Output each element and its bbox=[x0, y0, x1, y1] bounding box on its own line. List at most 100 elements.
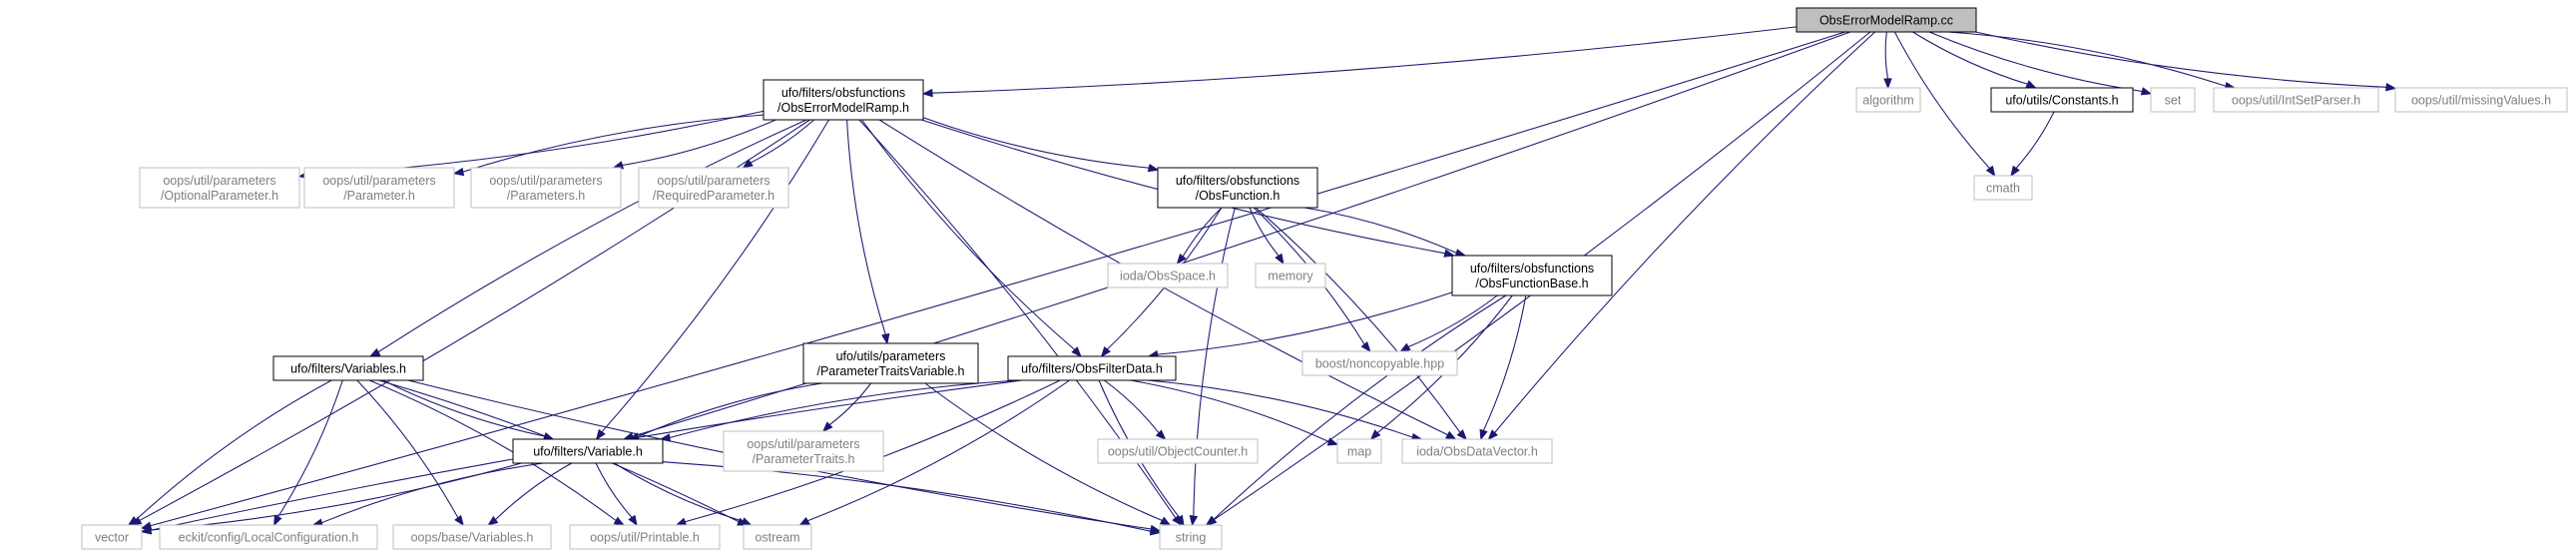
edge-variable_h-to-oopsvariables bbox=[495, 462, 573, 520]
node-label-variables_h-0: ufo/filters/Variables.h bbox=[290, 362, 406, 376]
node-memory: memory bbox=[1255, 263, 1326, 288]
node-box-objectcounter bbox=[1097, 438, 1259, 464]
arrowhead-variables_h-to-oopsvariables bbox=[454, 514, 465, 527]
edge-obsfunction-to-memory bbox=[1249, 207, 1280, 257]
arrowhead-root-to-algorithm bbox=[1883, 78, 1892, 90]
node-obsfunctionbase[interactable]: ufo/filters/obsfunctions/ObsFunctionBase… bbox=[1451, 255, 1613, 296]
arrowhead-ramp_h-to-variable_h bbox=[595, 428, 606, 441]
node-label-ostream-0: ostream bbox=[755, 531, 799, 545]
node-box-cmath bbox=[1973, 175, 2033, 201]
arrowhead-variables_h-to-printable bbox=[613, 516, 626, 526]
node-box-missingvalues bbox=[2394, 87, 2568, 113]
arrowhead-root-to-cmath bbox=[1985, 165, 1996, 178]
node-label-optparam-0: oops/util/parameters bbox=[163, 174, 275, 188]
node-obsfilterdata[interactable]: ufo/filters/ObsFilterData.h bbox=[1007, 355, 1177, 381]
node-obsspace: ioda/ObsSpace.h bbox=[1107, 263, 1229, 288]
node-box-oopsvariables bbox=[392, 524, 552, 550]
node-noncopyable: boost/noncopyable.hpp bbox=[1301, 350, 1458, 376]
node-paramtraits: oops/util/parameters/ParameterTraits.h bbox=[723, 430, 884, 472]
arrowhead-root-to-missingvalues bbox=[2385, 83, 2397, 92]
edge-variables_h-to-oopsvariables bbox=[356, 379, 459, 518]
edge-variable_h-to-localconfig bbox=[321, 462, 544, 524]
edge-variables_h-to-localconfig bbox=[277, 379, 343, 518]
node-vector: vector bbox=[81, 524, 143, 550]
arrowhead-variables_h-to-localconfig bbox=[273, 514, 282, 527]
edge-obsfunctionbase-to-obsfilterdata bbox=[1157, 291, 1453, 355]
arrowhead-root-to-constants bbox=[2025, 80, 2037, 89]
edge-root-to-missingvalues bbox=[1975, 31, 2387, 88]
arrowhead-obsfunction-to-obsfilterdata bbox=[1100, 345, 1111, 358]
edge-root-to-obsdatavector bbox=[1494, 31, 1875, 433]
arrowhead-obsfilterdata-to-ostream bbox=[798, 516, 810, 526]
arrowhead-obsfunction-to-string bbox=[1189, 515, 1199, 527]
arrowhead-obsfunctionbase-to-noncopyable bbox=[1399, 342, 1411, 352]
node-label-constants-0: ufo/utils/Constants.h bbox=[2005, 94, 2118, 108]
node-cmath: cmath bbox=[1973, 175, 2033, 201]
node-box-map bbox=[1336, 438, 1382, 464]
arrowhead-ramp_h-to-reqparam bbox=[742, 159, 754, 169]
edge-ptv-to-variable_h bbox=[637, 382, 822, 437]
node-params: oops/util/parameters/Parameters.h bbox=[470, 167, 622, 209]
node-label-obsfilterdata-0: ufo/filters/ObsFilterData.h bbox=[1021, 362, 1163, 376]
node-label-map-0: map bbox=[1347, 445, 1371, 459]
node-label-noncopyable-0: boost/noncopyable.hpp bbox=[1315, 357, 1444, 371]
edge-obsfunction-to-obsspace bbox=[1182, 207, 1223, 258]
node-box-params bbox=[470, 167, 622, 209]
edge-root-to-algorithm bbox=[1884, 31, 1889, 80]
node-box-algorithm bbox=[1855, 87, 1921, 113]
node-label-string-0: string bbox=[1176, 531, 1207, 545]
arrowhead-variable_h-to-oopsvariables bbox=[487, 515, 499, 526]
edge-obsfunctionbase-to-noncopyable bbox=[1407, 294, 1498, 347]
node-ostream: ostream bbox=[743, 524, 812, 550]
edge-root-to-cmath bbox=[1893, 31, 1990, 169]
arrowhead-variable_h-to-vector bbox=[140, 525, 153, 535]
node-label-param-0: oops/util/parameters bbox=[322, 174, 435, 188]
arrowhead-obsfilterdata-to-string bbox=[1175, 514, 1185, 527]
arrowhead-ramp_h-to-obsfunctionbase bbox=[1443, 249, 1455, 258]
edge-variable_h-to-ostream bbox=[614, 462, 744, 522]
node-box-optparam bbox=[139, 167, 300, 209]
node-box-paramtraits bbox=[723, 430, 884, 472]
node-box-constants bbox=[1990, 87, 2134, 113]
edge-ramp_h-to-variables_h bbox=[377, 119, 807, 353]
node-label-reqparam-1: /RequiredParameter.h bbox=[653, 189, 774, 203]
node-oopsvariables: oops/base/Variables.h bbox=[392, 524, 552, 550]
node-label-oopsvariables-0: oops/base/Variables.h bbox=[411, 531, 534, 545]
node-root[interactable]: ObsErrorModelRamp.cc bbox=[1796, 7, 1977, 33]
node-box-set bbox=[2150, 87, 2196, 113]
node-label-paramtraits-1: /ParameterTraits.h bbox=[752, 452, 854, 466]
node-ptv[interactable]: ufo/utils/parameters/ParameterTraitsVari… bbox=[802, 342, 979, 384]
edge-ptv-to-string bbox=[924, 382, 1163, 521]
node-label-params-1: /Parameters.h bbox=[507, 189, 586, 203]
arrowhead-obsfunctionbase-to-string bbox=[1205, 515, 1217, 526]
node-variable_h[interactable]: ufo/filters/Variable.h bbox=[512, 438, 664, 464]
arrowhead-obsfunctionbase-to-map bbox=[1369, 429, 1381, 440]
node-label-ptv-1: /ParameterTraitsVariable.h bbox=[817, 364, 965, 378]
edge-ramp_h-to-obsfunction bbox=[922, 117, 1150, 169]
node-reqparam: oops/util/parameters/RequiredParameter.h bbox=[638, 167, 789, 209]
node-ramp_h[interactable]: ufo/filters/obsfunctions/ObsErrorModelRa… bbox=[763, 79, 924, 121]
node-box-variable_h bbox=[512, 438, 664, 464]
node-optparam: oops/util/parameters/OptionalParameter.h bbox=[139, 167, 300, 209]
node-label-params-0: oops/util/parameters bbox=[489, 174, 602, 188]
edge-ramp_h-to-reqparam bbox=[750, 119, 814, 164]
node-label-ramp_h-1: /ObsErrorModelRamp.h bbox=[777, 101, 909, 115]
node-box-param bbox=[303, 167, 455, 209]
node-box-reqparam bbox=[638, 167, 789, 209]
node-label-param-1: /Parameter.h bbox=[343, 189, 415, 203]
node-obsfunction[interactable]: ufo/filters/obsfunctions/ObsFunction.h bbox=[1157, 167, 1318, 209]
edge-obsfilterdata-to-objectcounter bbox=[1104, 379, 1160, 434]
arrowhead-ramp_h-to-param bbox=[452, 167, 465, 177]
node-label-localconfig-0: eckit/config/LocalConfiguration.h bbox=[179, 531, 359, 545]
node-label-vector-0: vector bbox=[95, 531, 129, 545]
edge-obsfunction-to-obsdatavector bbox=[1255, 207, 1461, 433]
arrowhead-ramp_h-to-variables_h bbox=[368, 347, 381, 357]
node-variables_h[interactable]: ufo/filters/Variables.h bbox=[272, 355, 424, 381]
node-box-ptv bbox=[802, 342, 979, 384]
node-label-optparam-1: /OptionalParameter.h bbox=[161, 189, 278, 203]
node-constants[interactable]: ufo/utils/Constants.h bbox=[1990, 87, 2134, 113]
arrowhead-root-to-ramp_h bbox=[921, 88, 933, 98]
node-box-obsfilterdata bbox=[1007, 355, 1177, 381]
arrowhead-ramp_h-to-obsfunction bbox=[1147, 163, 1160, 173]
node-box-noncopyable bbox=[1301, 350, 1458, 376]
